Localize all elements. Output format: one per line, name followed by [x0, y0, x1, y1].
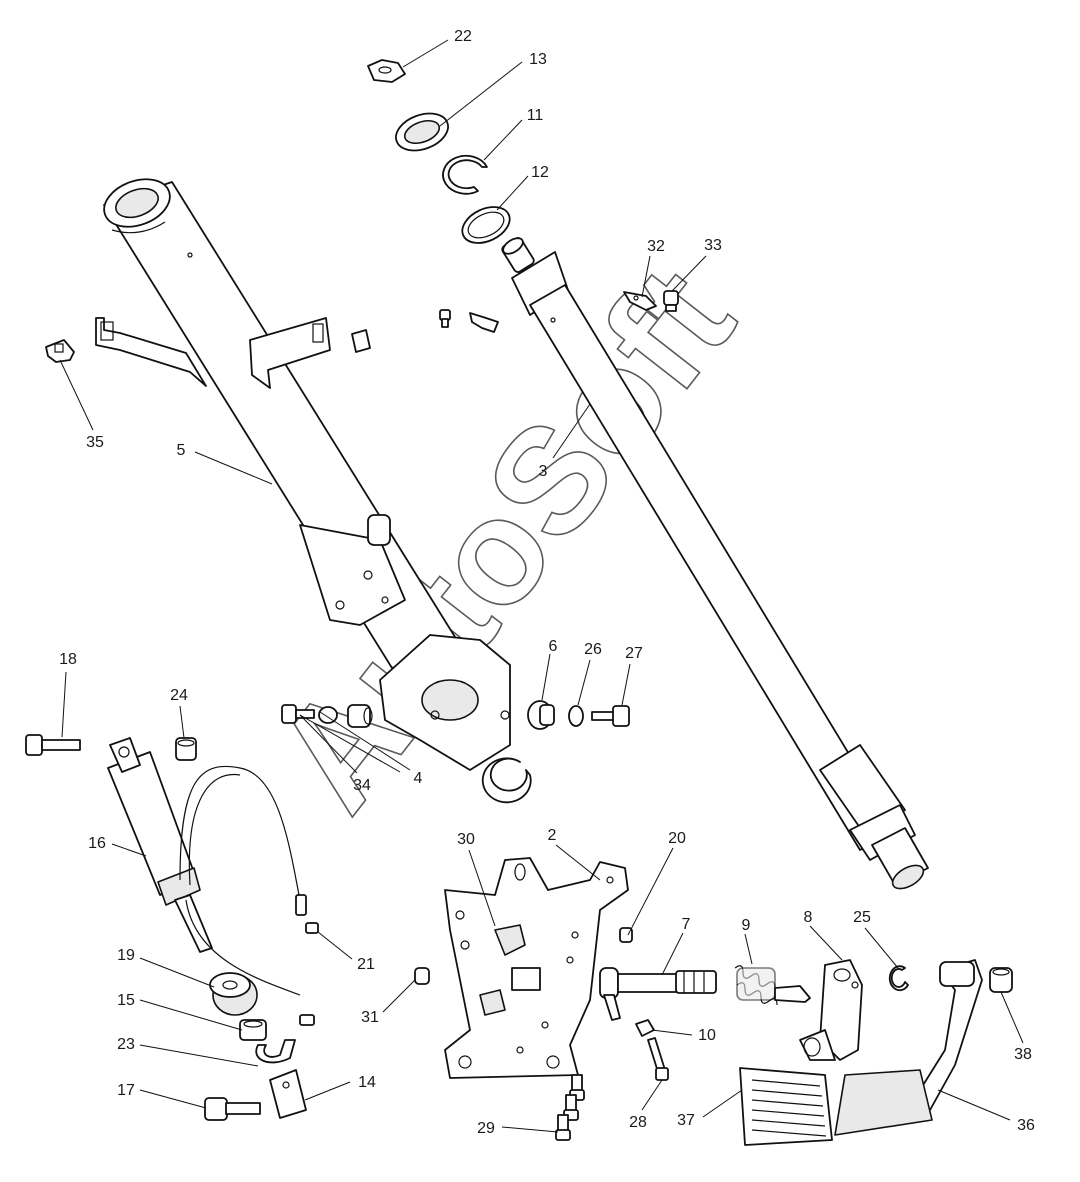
callout-labels: 22 13 11 12 32 33 35 5 3 18 24 6 26 27 3… [59, 28, 1035, 1137]
callout-17: 17 [117, 1082, 135, 1099]
bushing-part-31 [414, 967, 430, 985]
callout-4: 4 [414, 770, 423, 787]
bushing-part-19 [209, 972, 258, 1016]
circlip-part-11 [442, 154, 488, 195]
callout-14: 14 [358, 1074, 376, 1091]
callout-20: 20 [668, 830, 686, 847]
callout-10: 10 [698, 1027, 716, 1044]
pedal-arm-part-36 [834, 959, 983, 1136]
bushing-part-38 [989, 967, 1013, 993]
pedal-bracket-part-2 [444, 857, 629, 1079]
callout-11: 11 [527, 107, 544, 124]
gas-strut-part-16 [107, 737, 213, 953]
bushing-part-6 [527, 700, 555, 730]
pedal-pad-part-37 [739, 1067, 833, 1146]
bracket-part-14 [269, 1069, 307, 1119]
cable-part-21 [179, 765, 319, 1026]
callout-24: 24 [170, 687, 188, 704]
callout-33: 33 [704, 237, 722, 254]
callout-31: 31 [361, 1009, 379, 1026]
spring-part-9 [734, 965, 811, 1006]
callout-19: 19 [117, 947, 135, 964]
callout-36: 36 [1017, 1117, 1035, 1134]
bolt-part-27 [591, 705, 630, 727]
leader-lines [59, 39, 1024, 1133]
callout-37: 37 [677, 1112, 695, 1129]
callout-22: 22 [454, 28, 472, 45]
bushing-part-20 [619, 927, 633, 943]
callout-26: 26 [584, 641, 602, 658]
callout-35: 35 [86, 434, 104, 451]
clip-part-23 [255, 1039, 296, 1064]
callout-27: 27 [625, 645, 643, 662]
callout-28: 28 [629, 1114, 647, 1131]
callout-13: 13 [529, 51, 547, 68]
callout-2: 2 [548, 827, 557, 844]
bolt-part-28 [647, 1037, 669, 1081]
nut-part-24 [175, 737, 197, 761]
callout-23: 23 [117, 1036, 135, 1053]
callout-16: 16 [88, 835, 106, 852]
callout-34: 34 [353, 777, 371, 794]
callout-38: 38 [1014, 1046, 1032, 1063]
nut-part-10 [635, 1019, 655, 1037]
callout-8: 8 [804, 909, 813, 926]
pedal-shaft-part-7 [599, 967, 717, 1021]
screw-unlabeled [439, 309, 451, 328]
circlip-unlabeled [481, 757, 532, 804]
washer-part-4 [318, 706, 338, 724]
clip-unlabeled-2 [351, 329, 371, 353]
clip-unlabeled [469, 312, 499, 333]
callout-32: 32 [647, 238, 665, 255]
washer-part-26 [568, 705, 584, 727]
nut-part-22 [367, 59, 406, 83]
callout-25: 25 [853, 909, 871, 926]
callout-5: 5 [177, 442, 186, 459]
bolt-part-18 [25, 734, 81, 756]
ring-part-12 [461, 206, 511, 244]
column-tube-part-5 [95, 178, 511, 771]
bolt-part-33 [663, 290, 679, 312]
bushing-part-4b [347, 704, 373, 728]
bolts-part-29 [555, 1074, 585, 1141]
callout-6: 6 [549, 638, 558, 655]
callout-12: 12 [531, 164, 549, 181]
callout-7: 7 [682, 916, 691, 933]
callout-3: 3 [539, 463, 548, 480]
circlip-part-25 [888, 965, 909, 992]
washer-part-13 [395, 112, 449, 152]
pedal-lever-part-8 [799, 959, 863, 1061]
callout-18: 18 [59, 651, 77, 668]
nut-part-15 [239, 1019, 267, 1041]
callout-15: 15 [117, 992, 135, 1009]
inner-shaft-part-3 [501, 237, 929, 890]
nut-clip-part-35 [45, 339, 75, 363]
bolt-part-17 [204, 1097, 261, 1121]
callout-9: 9 [742, 917, 751, 934]
callout-21: 21 [357, 956, 375, 973]
callout-30: 30 [457, 831, 475, 848]
callout-29: 29 [477, 1120, 495, 1137]
bolt-part-34 [281, 704, 315, 724]
